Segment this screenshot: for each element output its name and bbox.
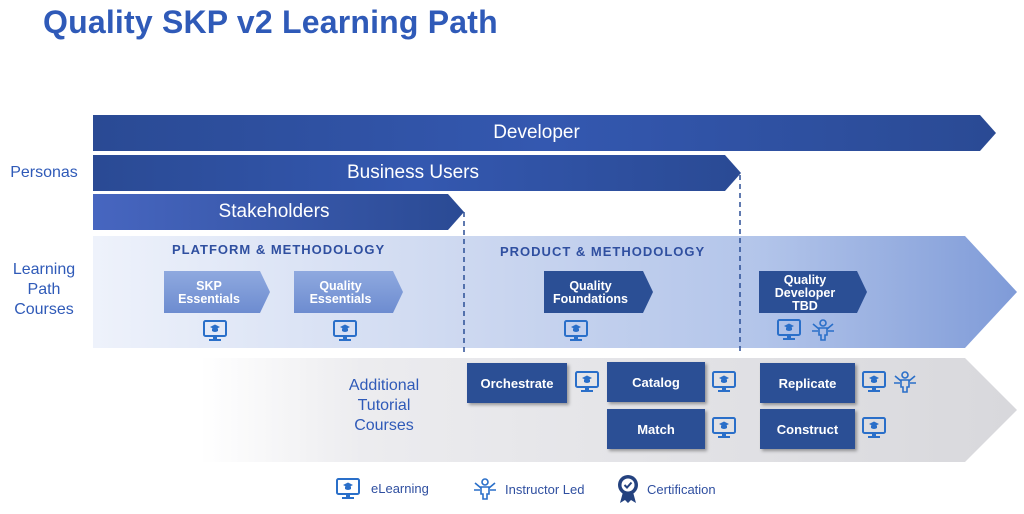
course-label-line: Essentials [309,292,372,306]
quality-developer-course[interactable]: Quality Developer TBD [759,271,867,315]
elearning-icon [862,371,886,392]
chevron-quality-developer [759,271,867,313]
developer-bar [93,115,996,151]
orchestrate-tutorial[interactable]: Orchestrate [467,363,567,403]
learning-path-row-label: Learning Path Courses [0,260,88,320]
business-users-label: Business Users [347,162,479,183]
product-section-header: PRODUCT & METHODOLOGY [500,244,706,259]
course-label-line: Essentials [178,292,240,306]
skp-essentials-course[interactable]: SKP Essentials [164,271,270,315]
developer-label: Developer [493,122,580,143]
course-label-line: SKP [196,279,222,293]
legend-elearning-icon [336,478,360,499]
course-label-line: Quality [783,272,827,287]
elearning-icon [333,320,357,341]
legend-certification-icon [618,475,638,503]
row-label-line: Tutorial [357,397,411,414]
legend-elearning-label: eLearning [371,481,429,496]
elearning-icon [575,371,599,392]
row-label-line: Courses [14,301,74,318]
elearning-icon [203,320,227,341]
legend-instructor-led-icon [474,478,496,500]
elearning-icon [564,320,588,341]
additional-row-label: Additional Tutorial Courses [334,376,434,436]
legend-certification-label: Certification [647,482,716,497]
instructor-led-icon [812,319,834,341]
instructor-led-icon [894,371,916,393]
chevron-skp-essentials [164,271,270,313]
business-users-bar [93,155,741,191]
stakeholders-persona: Stakeholders [93,194,455,230]
elearning-icon [712,417,736,438]
course-label-line: Quality [569,279,612,293]
replicate-tutorial[interactable]: Replicate [760,363,855,403]
elearning-icon [777,319,801,340]
row-label-line: Path [27,281,61,298]
row-label-line: Learning [12,261,76,278]
stakeholders-bar [93,194,464,230]
chevron-quality-foundations [544,271,653,313]
elearning-icon [712,371,736,392]
quality-foundations-course[interactable]: Quality Foundations [544,271,653,315]
stakeholders-label: Stakeholders [218,201,330,222]
page-title: Quality SKP v2 Learning Path [43,4,498,40]
legend-instructor-led-label: Instructor Led [505,482,585,497]
course-label-line: TBD [792,298,818,313]
row-label-line: Additional [348,377,420,394]
business-users-persona: Business Users [93,155,733,191]
course-label-line: Foundations [553,292,628,306]
elearning-icon [862,417,886,438]
quality-essentials-course[interactable]: Quality Essentials [294,271,403,315]
platform-section-header: PLATFORM & METHODOLOGY [172,242,386,257]
personas-row-label: Personas [10,164,78,181]
match-tutorial[interactable]: Match [607,409,705,449]
construct-tutorial[interactable]: Construct [760,409,855,449]
chevron-quality-essentials [294,271,403,313]
course-label-line: Quality [319,279,362,293]
developer-persona: Developer [93,115,980,151]
row-label-line: Courses [354,417,414,434]
catalog-tutorial[interactable]: Catalog [607,362,705,402]
course-label-line: Developer [774,285,836,300]
